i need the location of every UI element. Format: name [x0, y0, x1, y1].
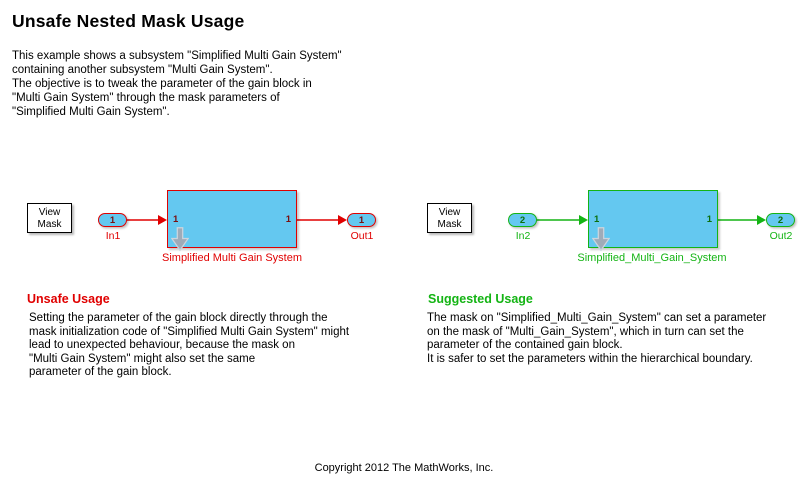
unsafe-signal-line-in — [127, 215, 167, 225]
outport-label: Out1 — [350, 230, 374, 242]
subsystem-block[interactable]: 1 1 — [167, 190, 297, 252]
suggested-usage-heading: Suggested Usage — [428, 292, 533, 306]
unsafe-signal-line-out — [297, 215, 347, 225]
inport-label: In2 — [515, 230, 531, 242]
unsafe-usage-line: lead to unexpected behaviour, because th… — [29, 339, 295, 351]
outport-block[interactable]: 1 — [347, 213, 376, 227]
description-line: containing another subsystem "Multi Gain… — [12, 64, 273, 76]
unsafe-usage-body: Setting the parameter of the gain block … — [29, 312, 349, 380]
outport-number: 1 — [358, 215, 365, 226]
subsystem-outport-number: 1 — [285, 214, 291, 225]
inport-label: In1 — [105, 230, 121, 242]
page-title: Unsafe Nested Mask Usage — [12, 11, 245, 31]
description-line: "Multi Gain System" through the mask par… — [12, 92, 280, 104]
description-line: This example shows a subsystem "Simplifi… — [12, 50, 342, 62]
view-mask-label: View — [38, 207, 61, 218]
view-mask-label: View — [438, 207, 461, 218]
inport-block[interactable]: 1 — [98, 213, 127, 227]
suggested-usage-line: on the mask of "Multi_Gain_System", whic… — [427, 325, 744, 338]
suggested-usage-line: It is safer to set the parameters within… — [427, 352, 753, 365]
subsystem-inport-number: 1 — [594, 214, 600, 225]
subsystem-outport-number: 1 — [706, 214, 712, 225]
suggested-signal-line-in — [537, 215, 588, 225]
outport-label: Out2 — [769, 230, 793, 242]
unsafe-usage-line: mask initialization code of "Simplified … — [29, 325, 350, 338]
look-under-mask-arrow-icon[interactable] — [592, 226, 610, 252]
view-mask-block[interactable]: View Mask — [27, 203, 72, 233]
outport-number: 2 — [777, 215, 784, 226]
view-mask-label: Mask — [37, 218, 62, 230]
suggested-signal-line-out — [717, 215, 766, 225]
view-mask-block[interactable]: View Mask — [427, 203, 472, 233]
description-line: The objective is to tweak the parameter … — [12, 78, 312, 90]
subsystem-inport-number: 1 — [173, 214, 179, 225]
look-under-mask-arrow-icon[interactable] — [171, 226, 189, 252]
copyright-text: Copyright 2012 The MathWorks, Inc. — [314, 462, 494, 474]
subsystem-block[interactable]: 1 1 — [588, 190, 718, 252]
suggested-usage-body: The mask on "Simplified_Multi_Gain_Syste… — [427, 312, 766, 366]
inport-number: 2 — [519, 215, 526, 226]
description: This example shows a subsystem "Simplifi… — [12, 49, 342, 119]
subsystem-label: Simplified_Multi_Gain_System — [577, 252, 727, 264]
suggested-usage-line: parameter of the contained gain block. — [427, 339, 623, 351]
inport-number: 1 — [109, 215, 116, 226]
suggested-usage-line: The mask on "Simplified_Multi_Gain_Syste… — [427, 312, 767, 324]
unsafe-usage-line: Setting the parameter of the gain block … — [29, 312, 328, 324]
view-mask-label: Mask — [437, 218, 462, 230]
description-line: "Simplified Multi Gain System". — [12, 106, 170, 118]
unsafe-usage-line: "Multi Gain System" might also set the s… — [29, 352, 256, 365]
outport-block[interactable]: 2 — [766, 213, 795, 227]
subsystem-label: Simplified Multi Gain System — [162, 252, 302, 264]
unsafe-usage-line: parameter of the gain block. — [29, 366, 172, 378]
inport-block[interactable]: 2 — [508, 213, 537, 227]
unsafe-usage-heading: Unsafe Usage — [27, 292, 110, 306]
